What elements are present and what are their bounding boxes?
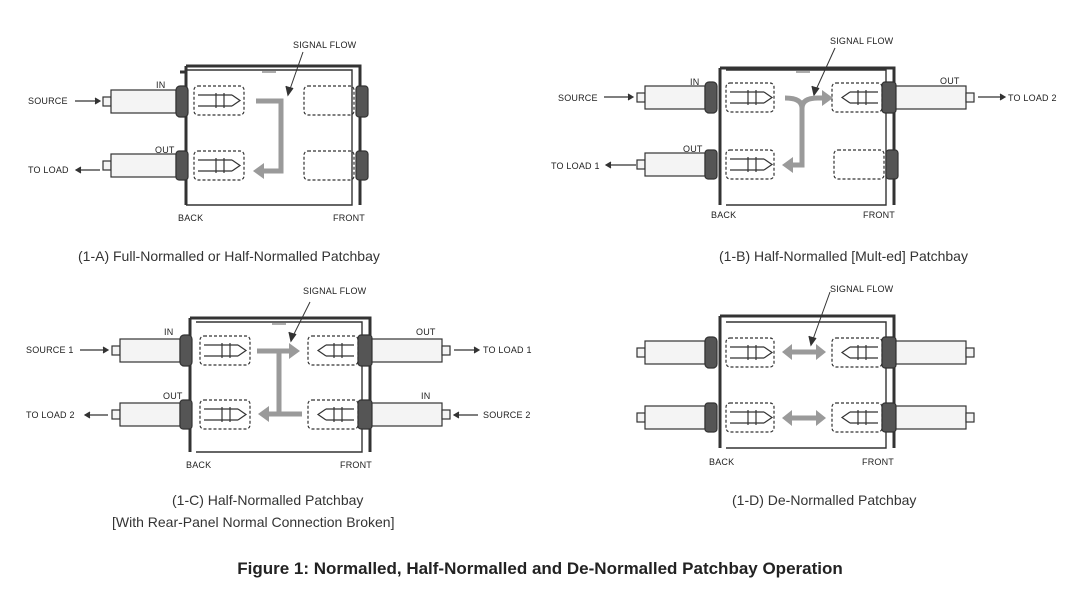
diagram-1a-graphic — [74, 51, 369, 206]
diagram-1c-graphic — [80, 301, 481, 453]
front-label: FRONT — [340, 460, 372, 470]
back-label: BACK — [709, 457, 735, 467]
diagram-1a: SIGNAL FLOW IN OUT SOURCE TO LOAD BACK F… — [0, 0, 540, 280]
source-label: SOURCE — [558, 93, 598, 103]
in-label: IN — [690, 77, 700, 87]
to-load-2-label: TO LOAD 2 — [26, 410, 75, 420]
back-label: BACK — [711, 210, 737, 220]
signal-flow-label: SIGNAL FLOW — [293, 40, 357, 50]
back-label: BACK — [186, 460, 212, 470]
front-label: FRONT — [333, 213, 365, 223]
out-label: OUT — [683, 144, 703, 154]
out-label: OUT — [163, 391, 183, 401]
diagram-1b: SIGNAL FLOW IN OUT OUT SOURCE TO LOAD 1 … — [540, 0, 1080, 280]
diagram-1b-graphic — [604, 47, 1007, 206]
figure-title: Figure 1: Normalled, Half-Normalled and … — [237, 559, 843, 578]
caption-1d: (1-D) De-Normalled Patchbay — [732, 492, 917, 508]
in-label: IN — [421, 391, 431, 401]
in-label: IN — [156, 80, 166, 90]
signal-flow-label: SIGNAL FLOW — [830, 284, 894, 294]
front-label: FRONT — [863, 210, 895, 220]
caption-1c-line2: [With Rear-Panel Normal Connection Broke… — [112, 514, 395, 530]
in-label: IN — [164, 327, 174, 337]
caption-1a: (1-A) Full-Normalled or Half-Normalled P… — [78, 248, 380, 264]
out-label: OUT — [940, 76, 960, 86]
diagram-1d: SIGNAL FLOW BACK FRONT (1-D) De-Normalle… — [540, 280, 1080, 550]
diagram-1d-graphic — [636, 291, 975, 449]
back-label: BACK — [178, 213, 204, 223]
diagram-1c: SIGNAL FLOW IN OUT OUT IN SOURCE 1 TO LO… — [0, 280, 540, 550]
caption-1c-line1: (1-C) Half-Normalled Patchbay — [172, 492, 364, 508]
to-load-label: TO LOAD — [28, 165, 69, 175]
source-label: SOURCE — [28, 96, 68, 106]
source-2-label: SOURCE 2 — [483, 410, 531, 420]
front-label: FRONT — [862, 457, 894, 467]
source-1-label: SOURCE 1 — [26, 345, 74, 355]
out-label: OUT — [155, 145, 175, 155]
signal-flow-label: SIGNAL FLOW — [303, 286, 367, 296]
to-load-2-label: TO LOAD 2 — [1008, 93, 1057, 103]
out-label: OUT — [416, 327, 436, 337]
caption-1b: (1-B) Half-Normalled [Mult-ed] Patchbay — [719, 248, 968, 264]
to-load-1-label: TO LOAD 1 — [551, 161, 600, 171]
signal-flow-label: SIGNAL FLOW — [830, 36, 894, 46]
to-load-1-label: TO LOAD 1 — [483, 345, 532, 355]
